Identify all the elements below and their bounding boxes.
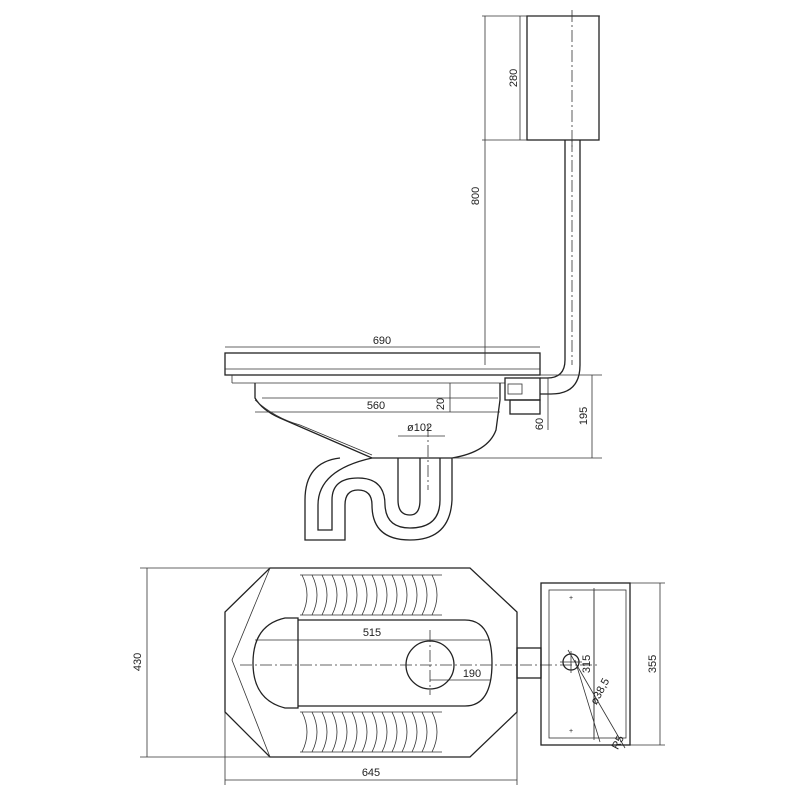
inlet-connector-plan [516,647,542,679]
dim-bowl-length: 560 [367,400,385,412]
dim-cistern-height: 280 [508,69,520,87]
side-dimensions [225,15,602,459]
dim-cistern-width: 355 [647,655,659,673]
pan-outline-plan [224,567,518,758]
bowl-body [254,377,541,459]
svg-text:+: + [569,595,573,602]
cistern-plan: + + [540,582,631,746]
dim-bowl-length-plan: 515 [363,627,381,639]
foot-treads-bottom [300,711,442,753]
dim-overall-width: 430 [132,653,144,671]
plan-view: + + 430 645 515 190 315 355 ø38,5 R5 [132,567,665,785]
dim-corner-radius: R5 [610,734,627,752]
svg-text:+: + [569,728,573,735]
cistern-side [526,10,600,150]
pan-top [224,352,541,384]
dim-outlet-offset: 190 [463,668,481,680]
plan-dimensions [140,567,665,785]
bowl-opening-plan [240,617,600,709]
dim-overall-depth: 195 [578,407,590,425]
dim-pan-length: 690 [373,335,391,347]
flush-pipe [540,140,581,395]
siphon-trap [304,425,453,541]
dim-overall-length: 645 [362,767,380,779]
dim-cistern-depth: 315 [581,655,593,673]
dim-inlet-offset: 60 [534,418,546,430]
side-elevation: 280 800 690 560 20 ø102 60 195 [224,10,602,541]
dim-pipe-height: 800 [470,187,482,205]
dim-outlet-diameter: ø102 [407,422,432,434]
foot-treads-top [300,574,442,616]
dim-rim-thickness: 20 [435,398,447,410]
